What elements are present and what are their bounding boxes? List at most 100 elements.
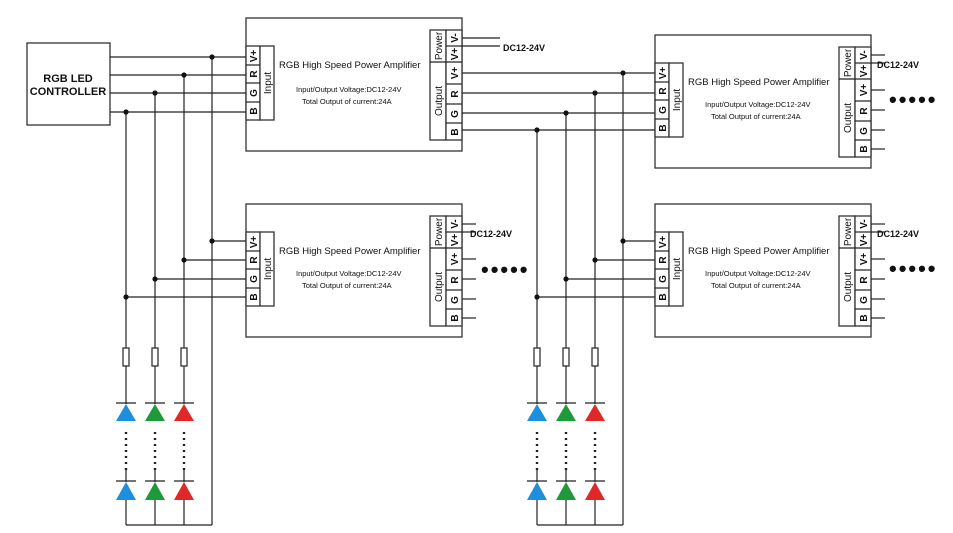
- svg-text:V-: V-: [450, 33, 461, 42]
- svg-text:Total Output of current:24A: Total Output of current:24A: [711, 112, 801, 121]
- svg-text:Input/Output Voltage:DC12-24V: Input/Output Voltage:DC12-24V: [705, 269, 811, 278]
- svg-text:Total Output of current:24A: Total Output of current:24A: [711, 281, 801, 290]
- svg-text:R: R: [450, 276, 461, 284]
- svg-text:G: G: [859, 127, 870, 135]
- svg-text:B: B: [859, 314, 870, 321]
- resistor-icon: [151, 347, 159, 367]
- svg-text:Input: Input: [672, 89, 683, 111]
- svg-text:RGB High Speed Power Amplifi: RGB High Speed Power Amplifier: [688, 246, 830, 257]
- resistor-icon: [122, 347, 130, 367]
- svg-text:V+: V+: [859, 234, 870, 247]
- svg-text:Power: Power: [843, 217, 854, 246]
- svg-text:G: G: [249, 275, 260, 283]
- svg-text:Output: Output: [843, 272, 854, 302]
- svg-text:V+: V+: [859, 84, 870, 97]
- svg-text:Power: Power: [434, 31, 445, 60]
- svg-text:RGB High Speed Power Amplifi: RGB High Speed Power Amplifier: [279, 246, 421, 257]
- svg-text:Input/Output Voltage:DC12-24V: Input/Output Voltage:DC12-24V: [296, 85, 402, 94]
- svg-text:B: B: [249, 107, 260, 114]
- svg-text:V+: V+: [249, 236, 260, 249]
- blue-led-bottom: [527, 482, 547, 500]
- amp3-power-leads: DC12-24V: [871, 54, 919, 70]
- svg-text:G: G: [249, 89, 260, 97]
- svg-text:G: G: [450, 296, 461, 304]
- svg-text:B: B: [450, 128, 461, 135]
- left-bus-junctions: [123, 54, 215, 300]
- amp2-supply-label: DC12-24V: [470, 229, 512, 239]
- amp4-output-stubs: •••••: [871, 256, 938, 319]
- amp4-power-leads: DC12-24V: [871, 223, 919, 239]
- amp2-continuation-dots: •••••: [481, 257, 530, 282]
- left-led-strings: [116, 347, 212, 526]
- amp1-supply-label: DC12-24V: [503, 43, 545, 53]
- resistor-icon: [562, 347, 570, 367]
- red-led-bottom: [174, 482, 194, 500]
- amp3-supply-label: DC12-24V: [877, 60, 919, 70]
- svg-text:V+: V+: [450, 253, 461, 266]
- amp1-output-wires: [462, 72, 655, 131]
- green-led-top: [145, 404, 165, 421]
- svg-text:R: R: [249, 70, 260, 78]
- svg-text:V+: V+: [450, 67, 461, 80]
- green-led-bottom: [145, 482, 165, 500]
- left-bus-wires: [125, 57, 246, 525]
- amplifier-4: V+ R G B Input RGB High Speed Power Ampl…: [654, 203, 872, 338]
- svg-text:Power: Power: [434, 217, 445, 246]
- controller-label-line1: RGB LED: [43, 73, 93, 85]
- svg-text:V-: V-: [859, 219, 870, 228]
- svg-text:R: R: [249, 256, 260, 264]
- svg-text:R: R: [859, 107, 870, 115]
- svg-text:V-: V-: [450, 219, 461, 228]
- svg-text:V+: V+: [450, 234, 461, 247]
- svg-text:Input: Input: [672, 258, 683, 280]
- resistor-icon: [180, 347, 188, 367]
- red-led-top: [585, 404, 605, 421]
- middle-bus-wires: [536, 73, 655, 525]
- svg-text:Output: Output: [434, 272, 445, 302]
- svg-text:G: G: [658, 106, 669, 114]
- red-led-bottom: [585, 482, 605, 500]
- blue-led-top: [116, 404, 136, 421]
- svg-text:Power: Power: [843, 48, 854, 77]
- svg-text:R: R: [450, 90, 461, 98]
- svg-text:Output: Output: [434, 86, 445, 116]
- svg-text:Total Output of current:24A: Total Output of current:24A: [302, 281, 392, 290]
- svg-text:V+: V+: [450, 48, 461, 61]
- amp4-supply-label: DC12-24V: [877, 229, 919, 239]
- svg-text:B: B: [658, 293, 669, 300]
- svg-text:B: B: [859, 145, 870, 152]
- svg-text:V+: V+: [249, 50, 260, 63]
- amp2-power-leads: DC12-24V: [462, 223, 512, 239]
- middle-bus-junctions: [534, 70, 626, 300]
- svg-text:V-: V-: [859, 50, 870, 59]
- svg-text:B: B: [450, 314, 461, 321]
- svg-text:Input: Input: [263, 258, 274, 280]
- svg-text:B: B: [249, 293, 260, 300]
- svg-text:Output: Output: [843, 103, 854, 133]
- svg-text:G: G: [658, 275, 669, 283]
- svg-text:Input/Output Voltage:DC12-24V: Input/Output Voltage:DC12-24V: [705, 100, 811, 109]
- amp4-continuation-dots: •••••: [889, 256, 938, 281]
- svg-text:V+: V+: [658, 67, 669, 80]
- rgb-led-controller: RGB LED CONTROLLER: [26, 42, 111, 126]
- amplifier-1: V+ R G B Input RGB High Speed Power Ampl…: [245, 17, 463, 152]
- green-led-bottom: [556, 482, 576, 500]
- svg-text:R: R: [658, 256, 669, 264]
- resistor-icon: [533, 347, 541, 367]
- svg-text:V+: V+: [658, 236, 669, 249]
- green-led-top: [556, 404, 576, 421]
- middle-led-strings: [527, 347, 623, 526]
- svg-text:V+: V+: [859, 65, 870, 78]
- amp1-power-leads: DC12-24V: [462, 37, 545, 53]
- svg-text:RGB High Speed Power Amplifi: RGB High Speed Power Amplifier: [279, 60, 421, 71]
- svg-text:G: G: [450, 110, 461, 118]
- svg-text:RGB High Speed Power Amplifi: RGB High Speed Power Amplifier: [688, 77, 830, 88]
- red-led-top: [174, 404, 194, 421]
- svg-text:Total Output of current:24A: Total Output of current:24A: [302, 97, 392, 106]
- svg-text:R: R: [859, 276, 870, 284]
- controller-label-line2: CONTROLLER: [30, 86, 106, 98]
- svg-text:B: B: [658, 124, 669, 131]
- blue-led-top: [527, 404, 547, 421]
- amp3-continuation-dots: •••••: [889, 87, 938, 112]
